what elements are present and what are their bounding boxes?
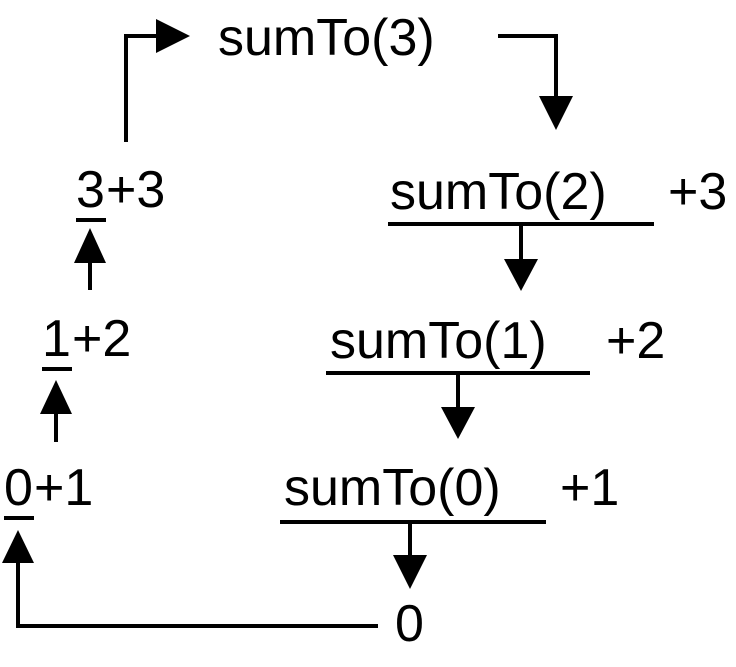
- arrowhead-down-3: [441, 407, 475, 439]
- arrowhead-up-1: [2, 530, 34, 563]
- arrowhead-right-top: [156, 19, 190, 53]
- base-case-result: 0: [395, 595, 424, 653]
- return-arrow-base: [16, 560, 378, 628]
- call-sumto-0: sumTo(0): [284, 459, 501, 517]
- return-value-0: 0: [4, 459, 33, 517]
- return-value-1: 1: [42, 310, 71, 368]
- addend-plus-3: +3: [668, 163, 728, 221]
- arrowhead-up-2: [40, 380, 72, 414]
- return-addend-1: +1: [34, 459, 94, 517]
- arrowhead-down-4: [393, 555, 427, 589]
- call-sumto-1: sumTo(1): [330, 312, 547, 370]
- return-addend-3: +3: [106, 161, 166, 219]
- return-addend-2: +2: [72, 310, 132, 368]
- call-sumto-2: sumTo(2): [390, 163, 607, 221]
- addend-plus-1: +1: [560, 459, 620, 517]
- arrowhead-down-1: [539, 96, 573, 130]
- arrowhead-up-3: [74, 228, 106, 263]
- addend-plus-2: +2: [606, 312, 666, 370]
- call-sumto-3: sumTo(3): [218, 9, 435, 67]
- call-arrow-3-to-2: [498, 34, 558, 98]
- return-value-3: 3: [76, 161, 105, 219]
- arrowhead-down-2: [504, 259, 538, 291]
- return-arrow-top: [124, 34, 160, 142]
